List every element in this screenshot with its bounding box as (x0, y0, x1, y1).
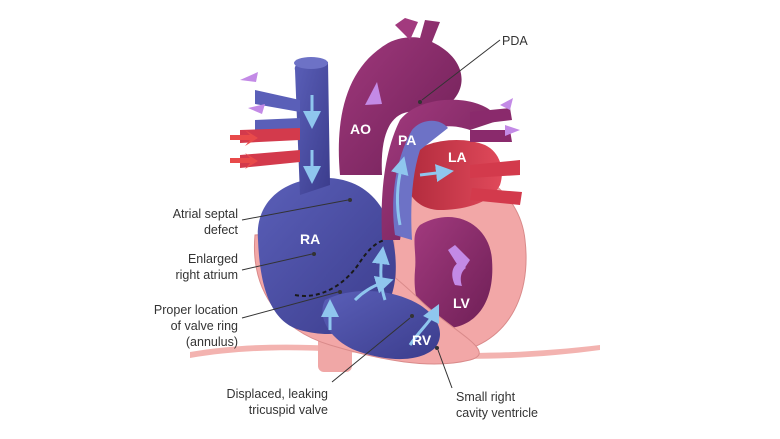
aorta (338, 18, 462, 175)
callout-pda: PDA (502, 34, 528, 48)
label-la: LA (448, 149, 467, 165)
callout-small-rv-line2: cavity ventricle (456, 406, 538, 420)
pulmonary-artery (381, 99, 500, 240)
callout-tricuspid-line2: tricuspid valve (249, 403, 328, 417)
callout-tricuspid-line1: Displaced, leaking (227, 387, 328, 401)
label-rv: RV (412, 332, 432, 348)
callout-annulus-line1: Proper location (154, 303, 238, 317)
annulus-dashed-line (294, 239, 386, 297)
label-pa: PA (398, 132, 416, 148)
purple-flow-arrows (240, 72, 520, 286)
callout-enlarged-line2: right atrium (175, 268, 238, 282)
callout-annulus-line2: of valve ring (171, 319, 238, 333)
label-lv: LV (453, 295, 471, 311)
callout-annulus-line3: (annulus) (186, 335, 238, 349)
label-ra: RA (300, 231, 320, 247)
callout-small-rv-line1: Small right (456, 390, 516, 404)
leader-lines (241, 39, 501, 389)
red-flow-arrows (230, 130, 258, 169)
label-ao: AO (350, 121, 371, 137)
callout-asd-line1: Atrial septal (173, 207, 238, 221)
right-vessels (470, 108, 512, 142)
flow-arrows (303, 95, 454, 346)
callout-asd-line2: defect (204, 223, 239, 237)
callout-enlarged-line1: Enlarged (188, 252, 238, 266)
